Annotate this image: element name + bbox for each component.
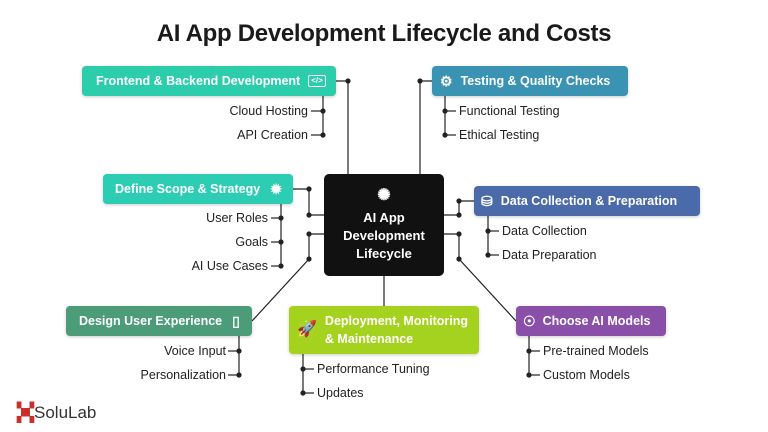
list-item: Personalization	[140, 368, 226, 382]
center-title-line1: AI App	[363, 210, 405, 225]
stage-design-ux: Design User Experience ▯	[66, 306, 252, 336]
stage-label: Testing & Quality Checks	[460, 74, 611, 88]
stage-data-collection: ⛁ Data Collection & Preparation	[474, 186, 700, 216]
list-item: Functional Testing	[459, 104, 560, 118]
list-item: Data Preparation	[502, 248, 597, 262]
list-item: AI Use Cases	[191, 259, 268, 273]
list-item: Custom Models	[543, 368, 630, 382]
list-item: Ethical Testing	[459, 128, 540, 142]
stage-choose-models: ☉ Choose AI Models	[516, 306, 666, 336]
center-title-line3: Lifecycle	[356, 246, 412, 261]
list-item: Goals	[235, 235, 268, 249]
list-item: Cloud Hosting	[229, 104, 308, 118]
rocket-icon: 🚀	[297, 321, 317, 338]
center-node: ✺ AI App Development Lifecycle	[324, 174, 444, 276]
list-item: Voice Input	[164, 344, 226, 358]
code-window-icon: </>	[308, 75, 326, 87]
database-icon: ⛁	[481, 193, 493, 209]
list-item: User Roles	[206, 211, 268, 225]
ai-head-icon: ☉	[523, 313, 536, 329]
center-title-line2: Development	[343, 228, 425, 243]
gear-check-icon: ⚙	[440, 73, 453, 89]
list-item: Performance Tuning	[317, 362, 430, 376]
brain-circuit-icon: ✺	[377, 187, 391, 204]
stage-label-line2: & Maintenance	[324, 332, 414, 346]
stage-frontend-backend: Frontend & Backend Development </>	[82, 66, 336, 96]
page-title: AI App Development Lifecycle and Costs	[156, 20, 612, 47]
stage-define-scope: Define Scope & Strategy ✹	[103, 174, 293, 204]
stage-label: Define Scope & Strategy	[115, 182, 261, 196]
target-burst-icon: ✹	[270, 181, 282, 197]
list-item: Updates	[317, 386, 364, 400]
solulab-logo-mark: ▚▞▞▚	[17, 403, 34, 423]
stage-label: Choose AI Models	[542, 314, 651, 328]
list-item: API Creation	[237, 128, 308, 142]
list-item: Pre-trained Models	[543, 344, 649, 358]
brand-name: SoluLab	[34, 403, 97, 422]
mobile-ui-icon: ▯	[232, 313, 240, 329]
stage-testing: ⚙ Testing & Quality Checks	[432, 66, 628, 96]
list-item: Data Collection	[502, 224, 587, 238]
stage-label-line1: Deployment, Monitoring	[324, 314, 468, 328]
stage-label: Deployment, Monitoring & Maintenance	[325, 312, 468, 348]
stage-label: Data Collection & Preparation	[500, 194, 678, 208]
stage-label: Frontend & Backend Development	[96, 74, 301, 88]
stage-deployment: 🚀 Deployment, Monitoring & Maintenance	[289, 306, 479, 354]
stage-label: Design User Experience	[79, 314, 223, 328]
solulab-logo: ▚▞▞▚ SoluLab	[17, 403, 96, 423]
